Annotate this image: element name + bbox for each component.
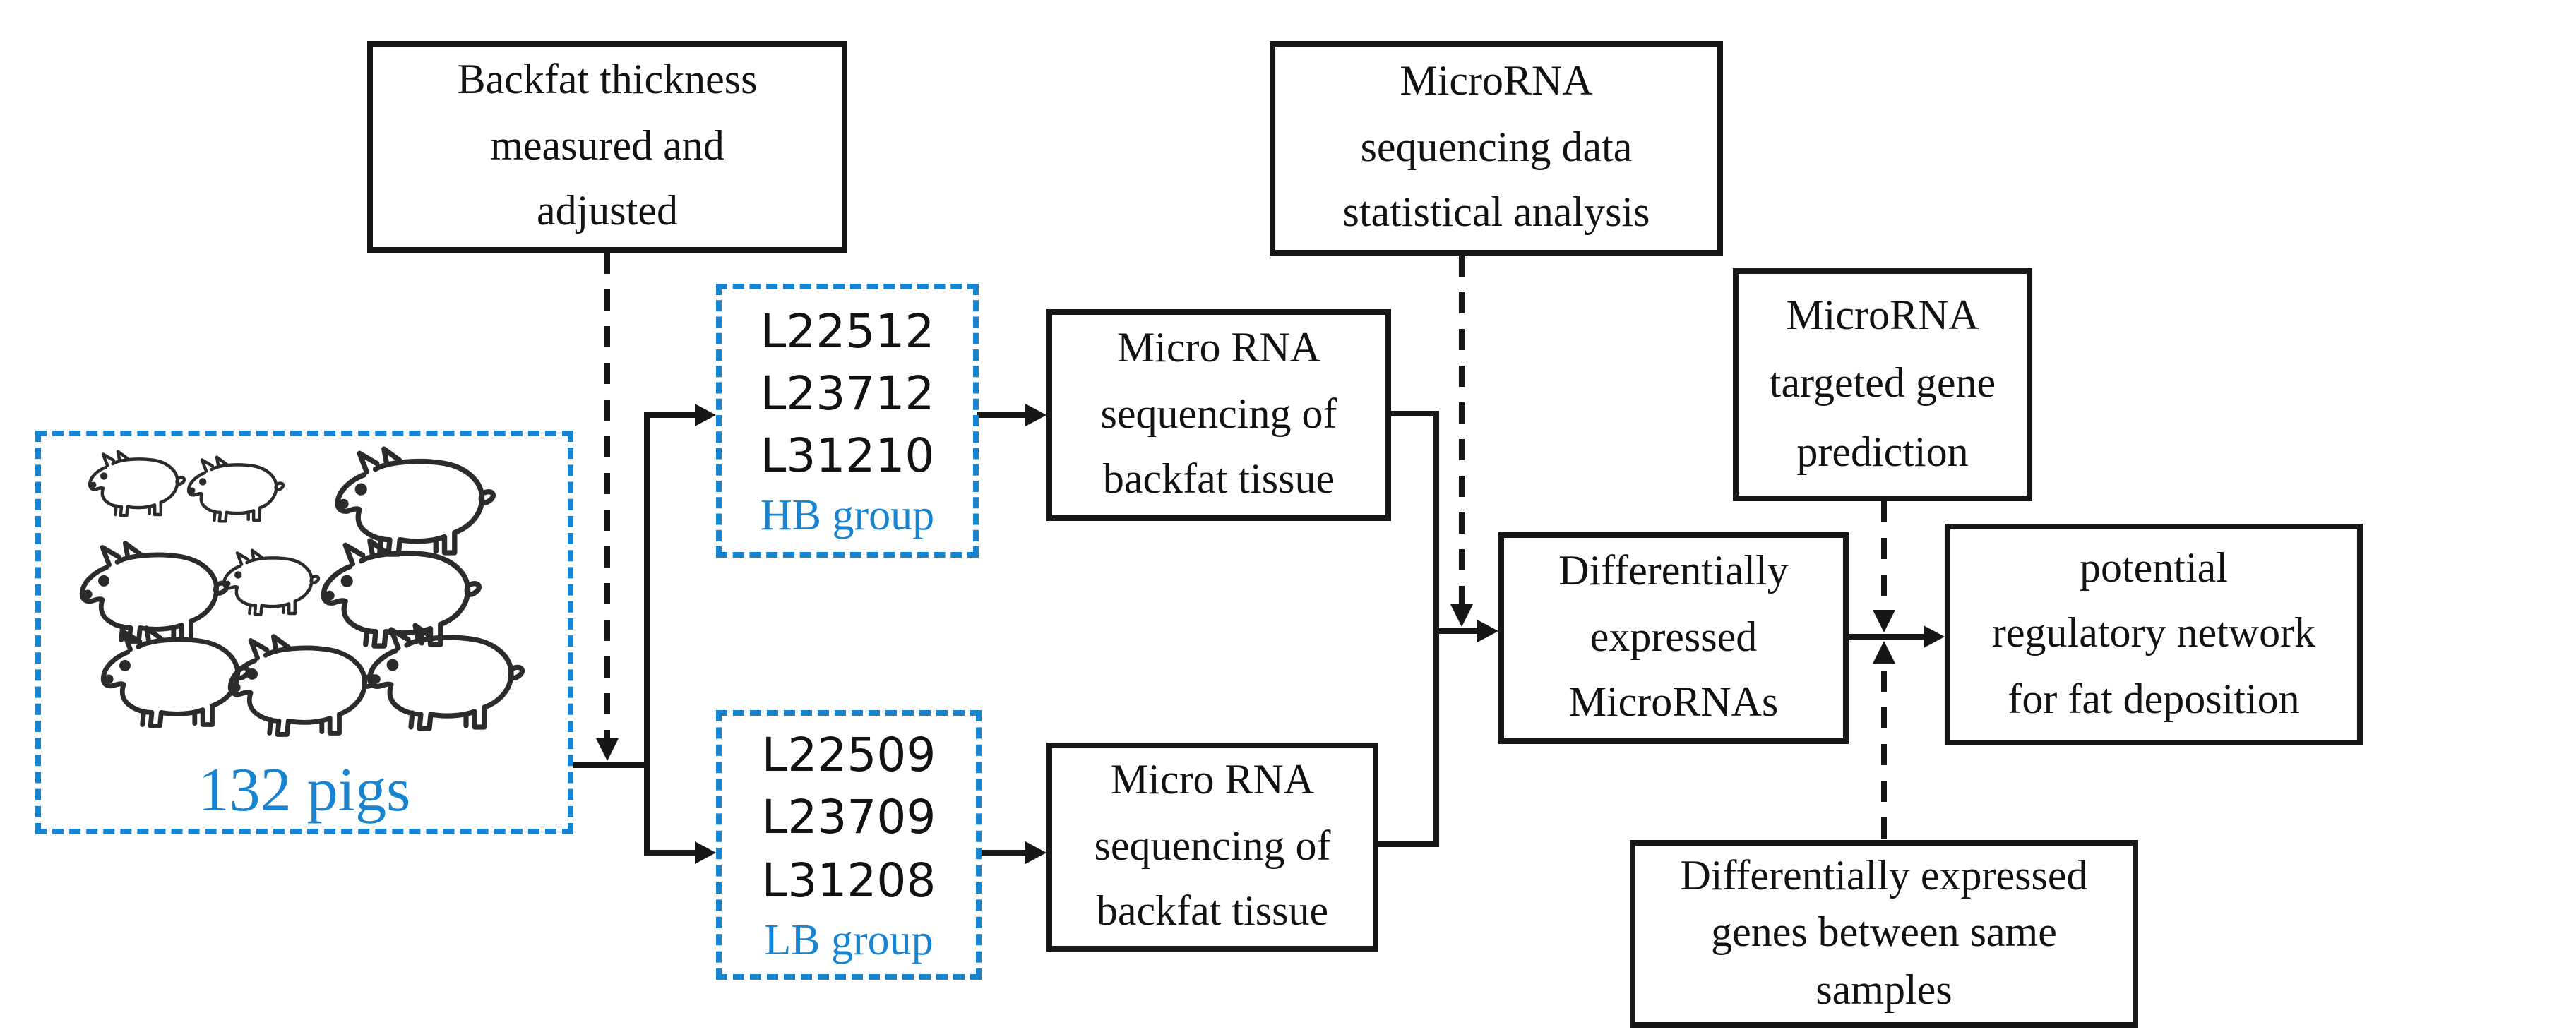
node-network-label: potential regulatory network for fat dep… <box>1991 544 2316 723</box>
node-de-mirnas: Differentially expressed MicroRNAs <box>1498 532 1849 744</box>
arrowhead-into-network <box>1924 625 1945 648</box>
pigs-count-label: 132 pigs <box>198 755 411 824</box>
line-seqbottom-elbow <box>1378 631 1439 847</box>
hb-group-label: HB group <box>760 490 935 540</box>
node-de-genes-label: Differentially expressed genes between s… <box>1680 853 2088 1014</box>
lb-sample-ids: L22509 L23709 L31208 <box>761 727 936 908</box>
arrowhead-down-backfat <box>596 738 619 761</box>
arrowhead-into-lb <box>695 841 716 864</box>
node-seq-bottom: Micro RNA sequencing of backfat tissue <box>1046 743 1378 952</box>
node-backfat-measured: Backfat thickness measured and adjusted <box>367 41 847 253</box>
arrowhead-into-seqbottom <box>1025 841 1046 864</box>
node-stat-label: MicroRNA sequencing data statistical ana… <box>1342 58 1650 236</box>
pig-icon <box>338 449 493 554</box>
pig-icon <box>189 457 283 522</box>
node-backfat-label: Backfat thickness measured and adjusted <box>457 56 758 235</box>
node-seq-top: Micro RNA sequencing of backfat tissue <box>1046 309 1391 521</box>
pig-icon <box>224 551 318 615</box>
pig-icon <box>370 625 523 728</box>
arrowhead-down-prediction <box>1873 610 1895 632</box>
node-stat-analysis: MicroRNA sequencing data statistical ana… <box>1270 41 1723 256</box>
pig-icon <box>103 628 248 726</box>
pig-icon <box>323 541 479 646</box>
node-de-mirnas-label: Differentially expressed MicroRNAs <box>1558 548 1789 726</box>
arrowhead-up-genes <box>1873 641 1895 664</box>
lb-group-label: LB group <box>764 914 934 964</box>
hb-sample-ids: L22512 L23712 L31210 <box>760 303 935 484</box>
pigs-group-box <box>35 431 573 834</box>
node-regulatory-network: potential regulatory network for fat dep… <box>1945 524 2363 745</box>
node-seq-top-label: Micro RNA sequencing of backfat tissue <box>1100 325 1337 503</box>
arrowhead-into-de <box>1477 620 1498 642</box>
line-seqtop-elbow <box>1391 411 1439 631</box>
pig-icon <box>82 544 227 642</box>
pig-icon <box>230 637 375 735</box>
pig-icon <box>90 452 184 516</box>
node-hb-group: L22512 L23712 L31210 HB group <box>716 284 979 558</box>
node-seq-bottom-label: Micro RNA sequencing of backfat tissue <box>1094 757 1331 935</box>
arrowhead-down-stat <box>1450 604 1473 627</box>
node-de-genes: Differentially expressed genes between s… <box>1630 840 2138 1028</box>
node-target-prediction: MicroRNA targeted gene prediction <box>1733 268 2032 501</box>
node-lb-group: L22509 L23709 L31208 LB group <box>716 710 982 980</box>
node-prediction-label: MicroRNA targeted gene prediction <box>1769 292 1996 476</box>
arrowhead-into-hb <box>695 404 716 426</box>
arrowhead-into-seqtop <box>1025 404 1046 426</box>
